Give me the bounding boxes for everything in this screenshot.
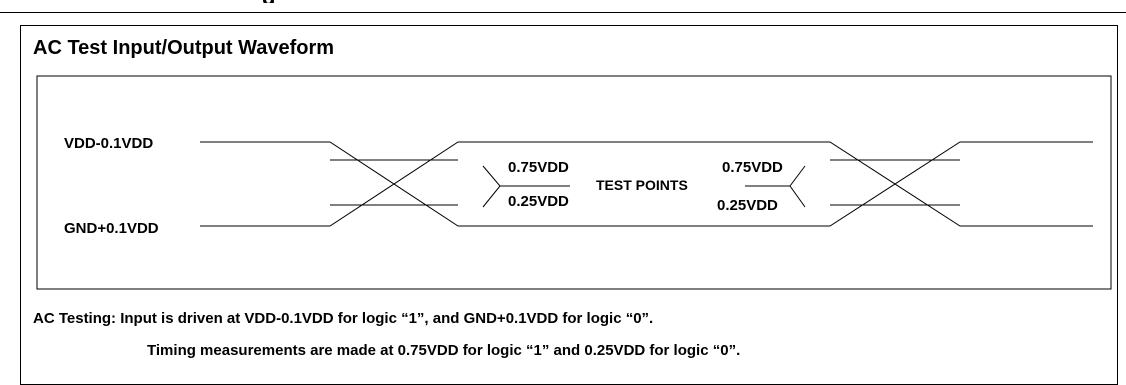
testing-note-line2: Timing measurements are made at 0.75VDD …	[147, 342, 741, 359]
figure-title: AC Test Input/Output Waveform	[33, 37, 335, 59]
section-heading-fragment: g	[262, 0, 282, 3]
waveform-box	[36, 75, 1112, 290]
test-low-label-left: 0.25VDD	[508, 193, 569, 210]
test-high-label-right: 0.75VDD	[722, 159, 783, 176]
waveform-low-trace	[200, 141, 1093, 227]
test-bracket-right	[789, 165, 806, 208]
test-high-label-left: 0.75VDD	[508, 159, 569, 176]
testing-note-line1: AC Testing: Input is driven at VDD-0.1VD…	[33, 310, 654, 327]
high-level-label: VDD-0.1VDD	[64, 135, 153, 152]
test-points-label: TEST POINTS	[596, 177, 688, 193]
low-level-label: GND+0.1VDD	[64, 220, 159, 237]
waveform-high-trace	[200, 141, 1093, 227]
section-rule	[0, 12, 1126, 13]
test-bracket-left	[482, 165, 501, 208]
test-low-label-right: 0.25VDD	[717, 197, 778, 214]
